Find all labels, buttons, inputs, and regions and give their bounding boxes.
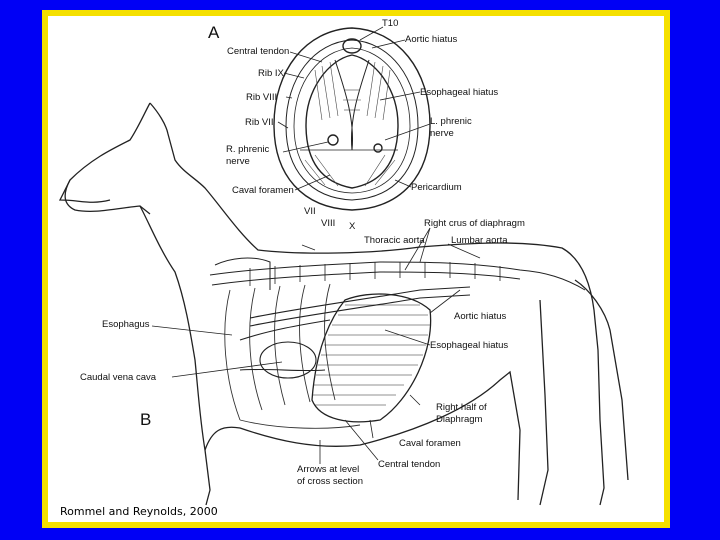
label-esophageal-hiatus-top: Esophageal hiatus [420,87,498,98]
internal-vessels [239,286,471,379]
cross-section-leader-lines [277,26,431,191]
label-esophageal-hiatus-dog: Esophageal hiatus [430,340,508,351]
label-right-crus: Right crus of diaphragm [424,218,525,229]
panel-b-label: B [140,410,151,429]
label-x: X [349,221,356,232]
label-arrows-2: of cross section [297,476,363,487]
credit-caption: Rommel and Reynolds, 2000 [60,505,218,518]
label-l-phrenic-2: nerve [430,128,454,139]
dog-leader-lines [151,227,481,464]
label-vii: VII [304,206,316,217]
label-right-half-2: Diaphragm [436,414,483,425]
label-arrows-1: Arrows at level [297,464,359,475]
label-viii: VIII [321,218,335,229]
label-r-phrenic-1: R. phrenic [226,144,270,155]
label-aortic-hiatus-top: Aortic hiatus [405,34,458,45]
label-t10: T10 [382,18,398,29]
label-rib-ix: Rib IX [258,68,285,79]
label-caval-foramen-top: Caval foramen [232,185,294,196]
dog-outline [58,102,629,506]
cross-section-hatching [304,61,396,187]
label-esophagus: Esophagus [102,319,150,330]
spine [209,261,586,291]
diaphragm-dome [311,293,432,423]
label-aortic-hiatus-dog: Aortic hiatus [454,311,507,322]
label-central-tendon-top: Central tendon [227,46,289,57]
ribcage [224,283,361,429]
label-caval-foramen-dog: Caval foramen [399,438,461,449]
label-pericardium: Pericardium [411,182,462,193]
label-l-phrenic-1: L. phrenic [430,116,472,127]
label-caudal-vena-cava: Caudal vena cava [80,372,157,383]
panel-a-label: A [208,23,220,42]
label-rib-viii: Rib VIII [246,92,277,103]
figure-panel [42,10,670,528]
diaphragm-cross-section [273,27,431,211]
label-lumbar-aorta: Lumbar aorta [451,235,508,246]
label-r-phrenic-2: nerve [226,156,250,167]
label-thoracic-aorta: Thoracic aorta [364,235,425,246]
label-rib-vii: Rib VII [245,117,274,128]
label-central-tendon-dog: Central tendon [378,459,440,470]
label-right-half-1: Right half of [436,402,487,413]
